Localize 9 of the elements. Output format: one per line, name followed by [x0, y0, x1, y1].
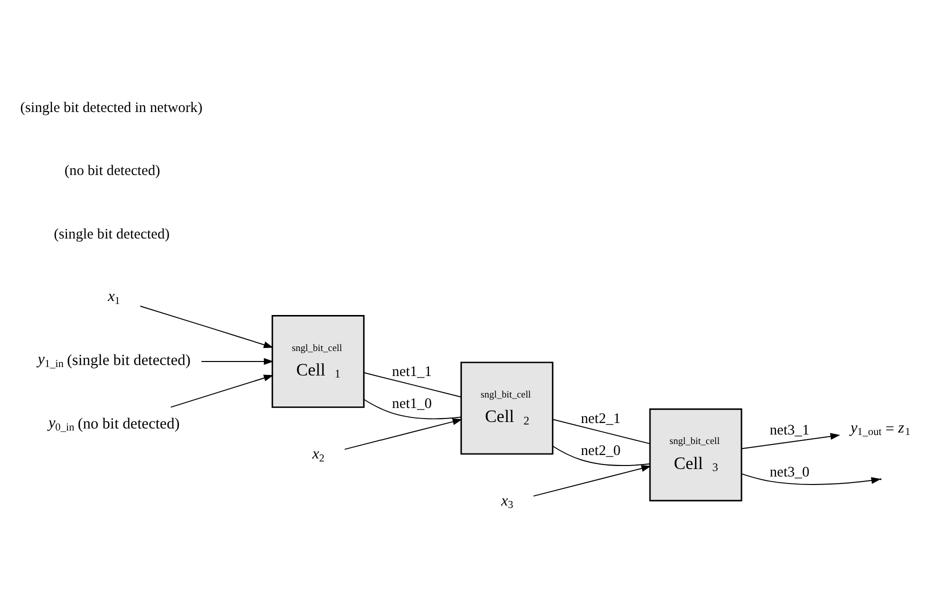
- label: (single bit detected in network): [20, 100, 202, 116]
- edge-label: net2_1: [580, 410, 621, 427]
- edge-label: net2_0: [580, 442, 621, 459]
- label: (no bit detected): [64, 163, 160, 180]
- edge-label: net1_0: [392, 396, 432, 412]
- edge-label: net3_1: [770, 422, 810, 438]
- edge-label: net3_0: [770, 464, 810, 480]
- label: (single bit detected): [54, 226, 170, 242]
- edge-label: net1_1: [392, 364, 432, 380]
